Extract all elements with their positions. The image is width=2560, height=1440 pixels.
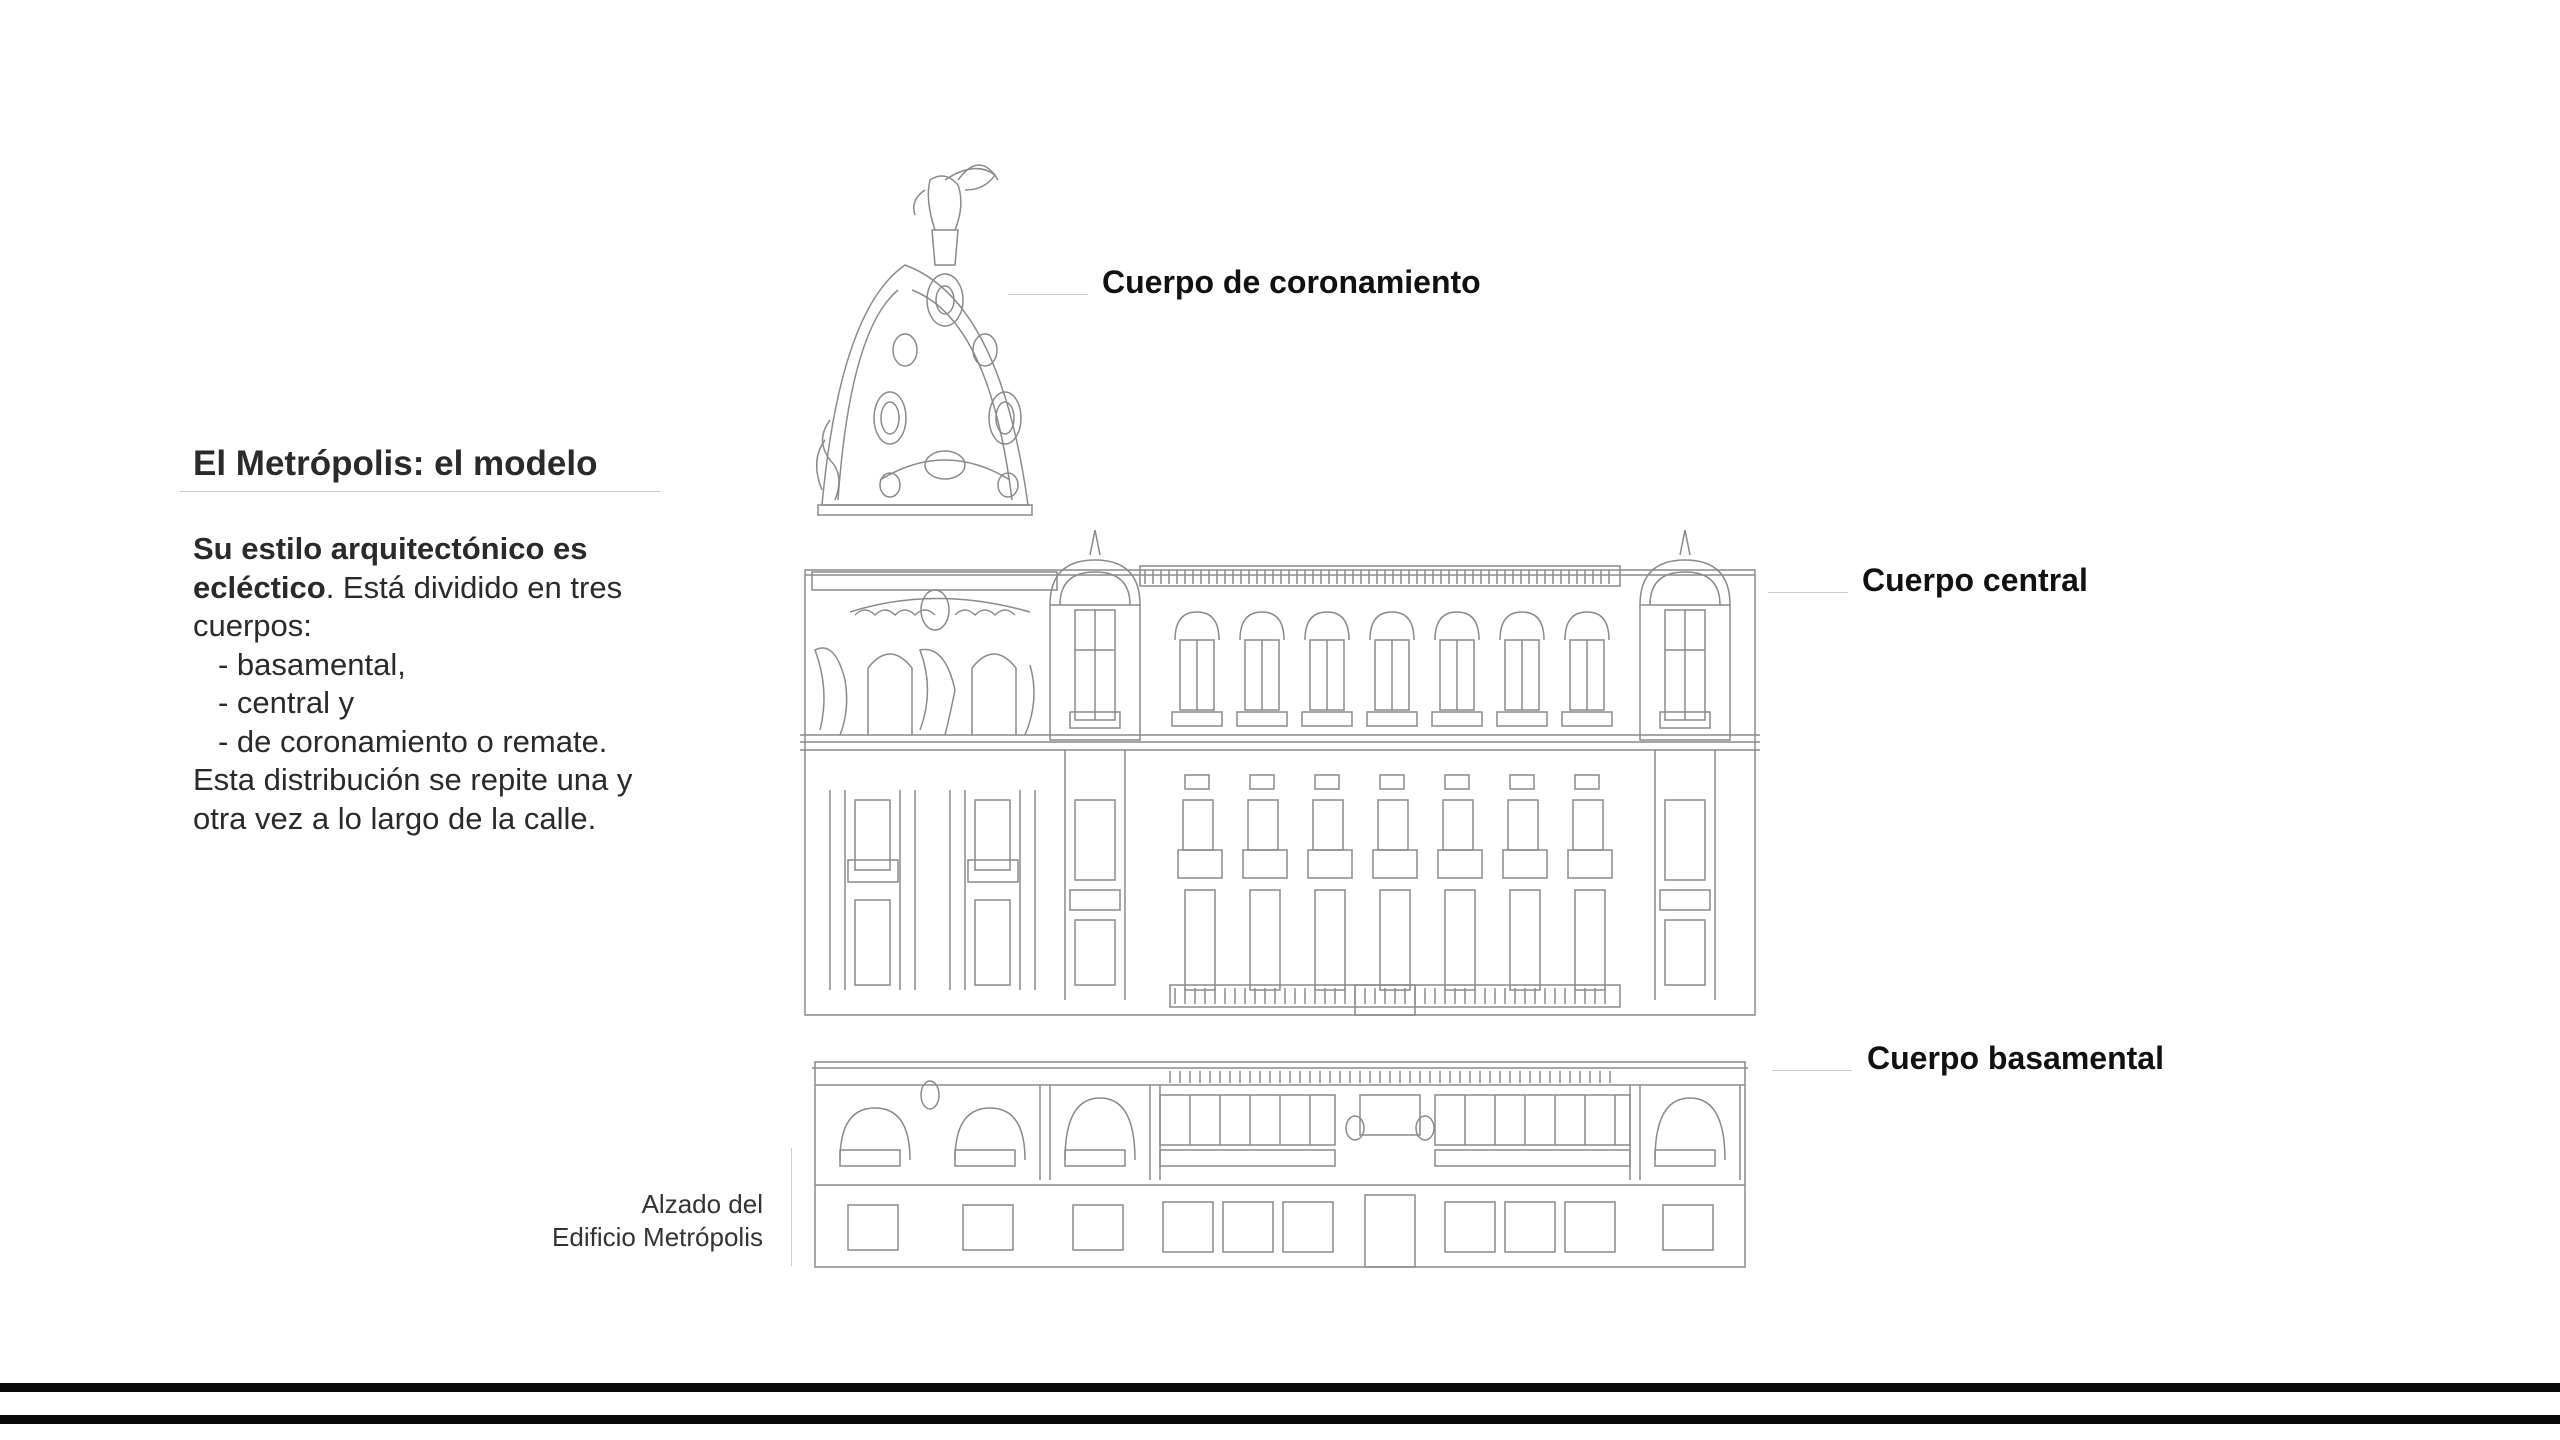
page-title: El Metrópolis: el modelo — [193, 444, 598, 483]
bottom-rule-upper — [0, 1383, 2560, 1392]
dome-drawing — [817, 165, 1032, 515]
central-label: Cuerpo central — [1862, 562, 2088, 598]
crown-label: Cuerpo de coronamiento — [1102, 264, 1481, 300]
base-body-drawing — [812, 1062, 1748, 1267]
description-bold: Su estilo arquitectónico es ecléctico — [193, 531, 588, 605]
base-label: Cuerpo basamental — [1867, 1040, 2164, 1076]
figure-caption: Alzado del Edificio Metrópolis — [552, 1188, 763, 1254]
caption-line-1: Alzado del — [641, 1189, 763, 1219]
central-leader-line — [1768, 592, 1848, 593]
central-body-drawing — [800, 530, 1760, 1015]
description: Su estilo arquitectónico es ecléctico. E… — [193, 530, 663, 838]
bottom-rule-lower — [0, 1415, 2560, 1424]
list-item: - central y — [218, 685, 355, 720]
list-item: - basamental, — [218, 646, 406, 682]
caption-line-2: Edificio Metrópolis — [552, 1222, 763, 1252]
description-closing: Esta distribución se repite una y otra v… — [193, 762, 633, 836]
description-intro: Su estilo arquitectónico es ecléctico. E… — [193, 530, 663, 646]
title-underline — [180, 491, 660, 492]
crown-leader-line — [1008, 294, 1088, 295]
base-leader-line — [1772, 1070, 1852, 1071]
list-item: - de coronamiento o remate. — [218, 723, 608, 759]
description-rest: . Está dividido en tres cuerpos: — [193, 569, 623, 644]
caption-divider — [791, 1148, 792, 1266]
